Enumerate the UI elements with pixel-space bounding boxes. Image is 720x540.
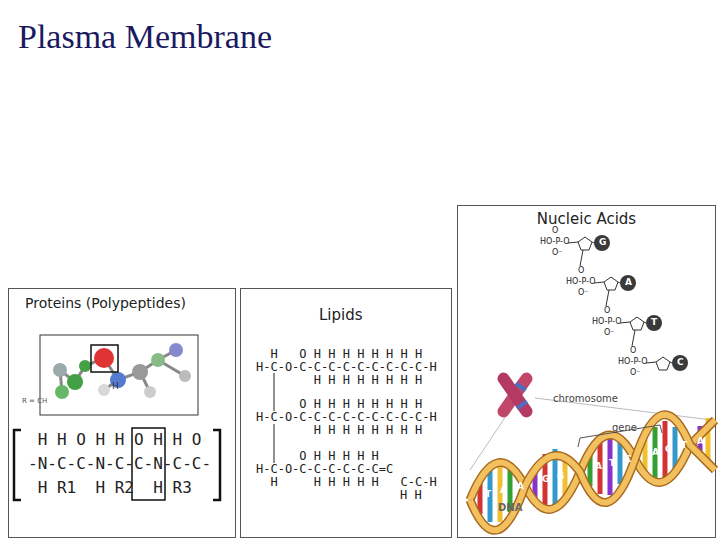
formula-label: A — [652, 448, 659, 457]
protein-ball-model — [40, 335, 198, 415]
dna-backbone — [470, 415, 715, 531]
page-title: Plasma Membrane — [18, 20, 272, 54]
formula-label: H-C-O-C-C-C-C-C-C=C — [256, 463, 393, 475]
formula-label: HO-P-O — [566, 278, 595, 286]
formula-label: O — [604, 307, 610, 315]
nucleotide-chain — [644, 322, 646, 323]
nucleotide-chain — [594, 282, 604, 283]
dna-backbone — [470, 415, 715, 531]
formula-label: O⁻ — [552, 249, 563, 257]
base-circles — [594, 235, 610, 251]
formula-label: G — [557, 472, 564, 481]
nucleotide-chain — [592, 242, 594, 243]
dna-backbone — [470, 415, 715, 531]
formula-label: C — [677, 358, 684, 367]
base-circles — [646, 315, 662, 331]
nucleotide-chain — [604, 277, 618, 290]
nucleotide-chain — [630, 317, 644, 330]
protein-ball-model — [91, 345, 118, 372]
nucleotide-chain — [620, 322, 630, 323]
protein-ball-model — [40, 335, 198, 415]
formula-label: H-C-O-C-C-C-C-C-C-C-C-C-H — [256, 411, 437, 423]
protein-ball-model — [132, 364, 148, 380]
base-pair-rungs — [618, 440, 623, 484]
nucleotide-chain — [606, 290, 609, 306]
formula-label: HO-P-O — [618, 358, 647, 366]
formula-label: G — [542, 475, 549, 484]
formula-label: C — [625, 455, 632, 464]
peptide-brackets — [14, 430, 21, 500]
chromosome-shape — [495, 370, 535, 419]
formula-label: H H O H H O H H O — [28, 432, 201, 448]
base-circles — [620, 275, 636, 291]
base-circles — [672, 355, 688, 371]
formula-label: R = CH — [22, 398, 47, 405]
chromosome-shape — [516, 400, 528, 410]
protein-ball-model — [98, 384, 110, 396]
formula-label: DNA — [498, 503, 522, 513]
protein-ball-model — [67, 374, 83, 390]
formula-label: H — [112, 382, 119, 391]
formula-label: T — [609, 459, 615, 468]
protein-ball-model — [179, 370, 191, 382]
formula-label: -N-C-C-N-C-C-N-C-C- — [28, 456, 211, 472]
protein-ball-model — [53, 363, 67, 377]
formula-label: O — [552, 227, 558, 235]
formula-label: G — [665, 445, 672, 454]
formula-label: H H — [400, 489, 422, 501]
formula-label: H R1 H R2 H R3 — [28, 480, 192, 496]
formula-label: H O H H H H H H H H — [256, 348, 422, 360]
formula-label: O — [578, 267, 584, 275]
formula-label: O⁻ — [604, 329, 615, 337]
formula-label: HO-P-O — [540, 238, 569, 246]
nucleotide-chain — [670, 362, 672, 363]
nucleotide-chain — [656, 357, 670, 370]
protein-ball-model — [151, 353, 165, 367]
box-heading: Lipids — [241, 289, 451, 324]
formula-label: H H H H H H C-C-H — [256, 476, 437, 488]
nucleotide-chain — [646, 362, 656, 363]
peptide-brackets — [14, 430, 220, 500]
formula-label: O⁻ — [578, 289, 589, 297]
protein-ball-model — [55, 385, 69, 399]
formula-label: A — [500, 486, 507, 495]
formula-label: O — [630, 347, 636, 355]
nucleotide-chain — [580, 250, 583, 266]
formula-label: A — [517, 482, 524, 491]
nucleotide-chain — [568, 237, 672, 370]
formula-label: O H H H H H — [256, 450, 379, 462]
nucleotide-chain — [632, 330, 635, 346]
formula-label: chromosome — [553, 394, 618, 404]
category-box: Proteins (Polypeptides) — [8, 288, 236, 538]
formula-label: A — [625, 278, 632, 287]
nucleotide-chain — [578, 237, 592, 250]
protein-ball-model — [94, 348, 114, 368]
peptide-brackets — [213, 430, 220, 500]
formula-label: gene — [612, 423, 637, 433]
box-heading: Proteins (Polypeptides) — [9, 289, 235, 312]
formula-label: T — [651, 318, 657, 327]
chromosome-shape — [495, 370, 535, 419]
protein-ball-model — [79, 360, 91, 372]
formula-label: T — [681, 441, 687, 450]
formula-label: HO-P-O — [592, 318, 621, 326]
chromosome-shape — [495, 370, 535, 419]
formula-label: H H H H H H H H — [256, 374, 422, 386]
base-circles — [594, 235, 688, 371]
nucleotide-chain — [568, 242, 578, 243]
chromosome-shape — [515, 382, 527, 392]
box-heading: Nucleic Acids — [458, 206, 715, 228]
formula-label: O⁻ — [630, 369, 641, 377]
protein-ball-model — [144, 386, 156, 398]
formula-label: H H H H H H H H — [256, 424, 422, 436]
formula-label: A — [697, 437, 704, 446]
protein-ball-model — [169, 343, 183, 357]
formula-label: T — [485, 490, 491, 499]
formula-label: A — [595, 462, 602, 471]
formula-label: O H H H H H H H H — [256, 398, 422, 410]
nucleotide-chain — [618, 282, 620, 283]
formula-label: G — [599, 238, 606, 247]
formula-label: H-C-O-C-C-C-C-C-C-C-C-C-H — [256, 361, 437, 373]
